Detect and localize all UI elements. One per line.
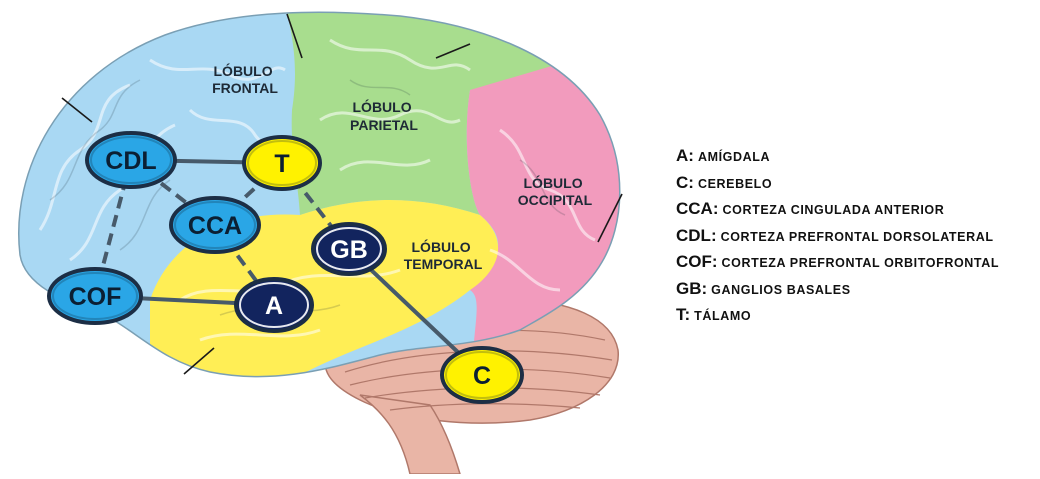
node-c-label: C <box>473 362 491 390</box>
node-t: T <box>244 137 320 189</box>
legend-item: A: AMÍGDALA <box>676 143 1036 170</box>
node-cdl: CDL <box>87 133 175 187</box>
legend-abbreviation: C: <box>676 173 694 192</box>
legend-item: GB: GANGLIOS BASALES <box>676 276 1036 303</box>
legend: A: AMÍGDALA C: CEREBELO CCA: CORTEZA CINGULAD… <box>676 143 1036 329</box>
legend-item: C: CEREBELO <box>676 170 1036 197</box>
legend-item: CDL: CORTEZA PREFRONTAL DORSOLATERAL <box>676 223 1036 250</box>
node-a-label: A <box>265 292 283 320</box>
legend-description: CEREBELO <box>698 177 772 191</box>
node-gb: GB <box>313 224 385 274</box>
legend-abbreviation: GB: <box>676 279 707 298</box>
node-cca-label: CCA <box>188 212 242 240</box>
legend-description: GANGLIOS BASALES <box>711 283 850 297</box>
legend-item: CCA: CORTEZA CINGULADA ANTERIOR <box>676 196 1036 223</box>
legend-abbreviation: CCA: <box>676 199 719 218</box>
legend-abbreviation: A: <box>676 146 694 165</box>
legend-item: COF: CORTEZA PREFRONTAL ORBITOFRONTAL <box>676 249 1036 276</box>
node-gb-label: GB <box>330 236 368 264</box>
legend-description: CORTEZA PREFRONTAL DORSOLATERAL <box>721 230 994 244</box>
legend-abbreviation: COF: <box>676 252 718 271</box>
legend-description: AMÍGDALA <box>698 150 770 164</box>
node-cdl-label: CDL <box>105 147 156 175</box>
node-a: A <box>236 279 312 331</box>
legend-description: CORTEZA CINGULADA ANTERIOR <box>723 203 945 217</box>
legend-abbreviation: CDL: <box>676 226 717 245</box>
node-cof: COF <box>49 269 141 323</box>
node-cof-label: COF <box>69 283 122 311</box>
node-cca: CCA <box>171 198 259 252</box>
legend-description: CORTEZA PREFRONTAL ORBITOFRONTAL <box>722 256 1000 270</box>
legend-description: TÁLAMO <box>694 309 751 323</box>
legend-abbreviation: T: <box>676 305 690 324</box>
legend-item: T: TÁLAMO <box>676 302 1036 329</box>
node-c: C <box>442 348 522 402</box>
node-t-label: T <box>274 150 289 178</box>
